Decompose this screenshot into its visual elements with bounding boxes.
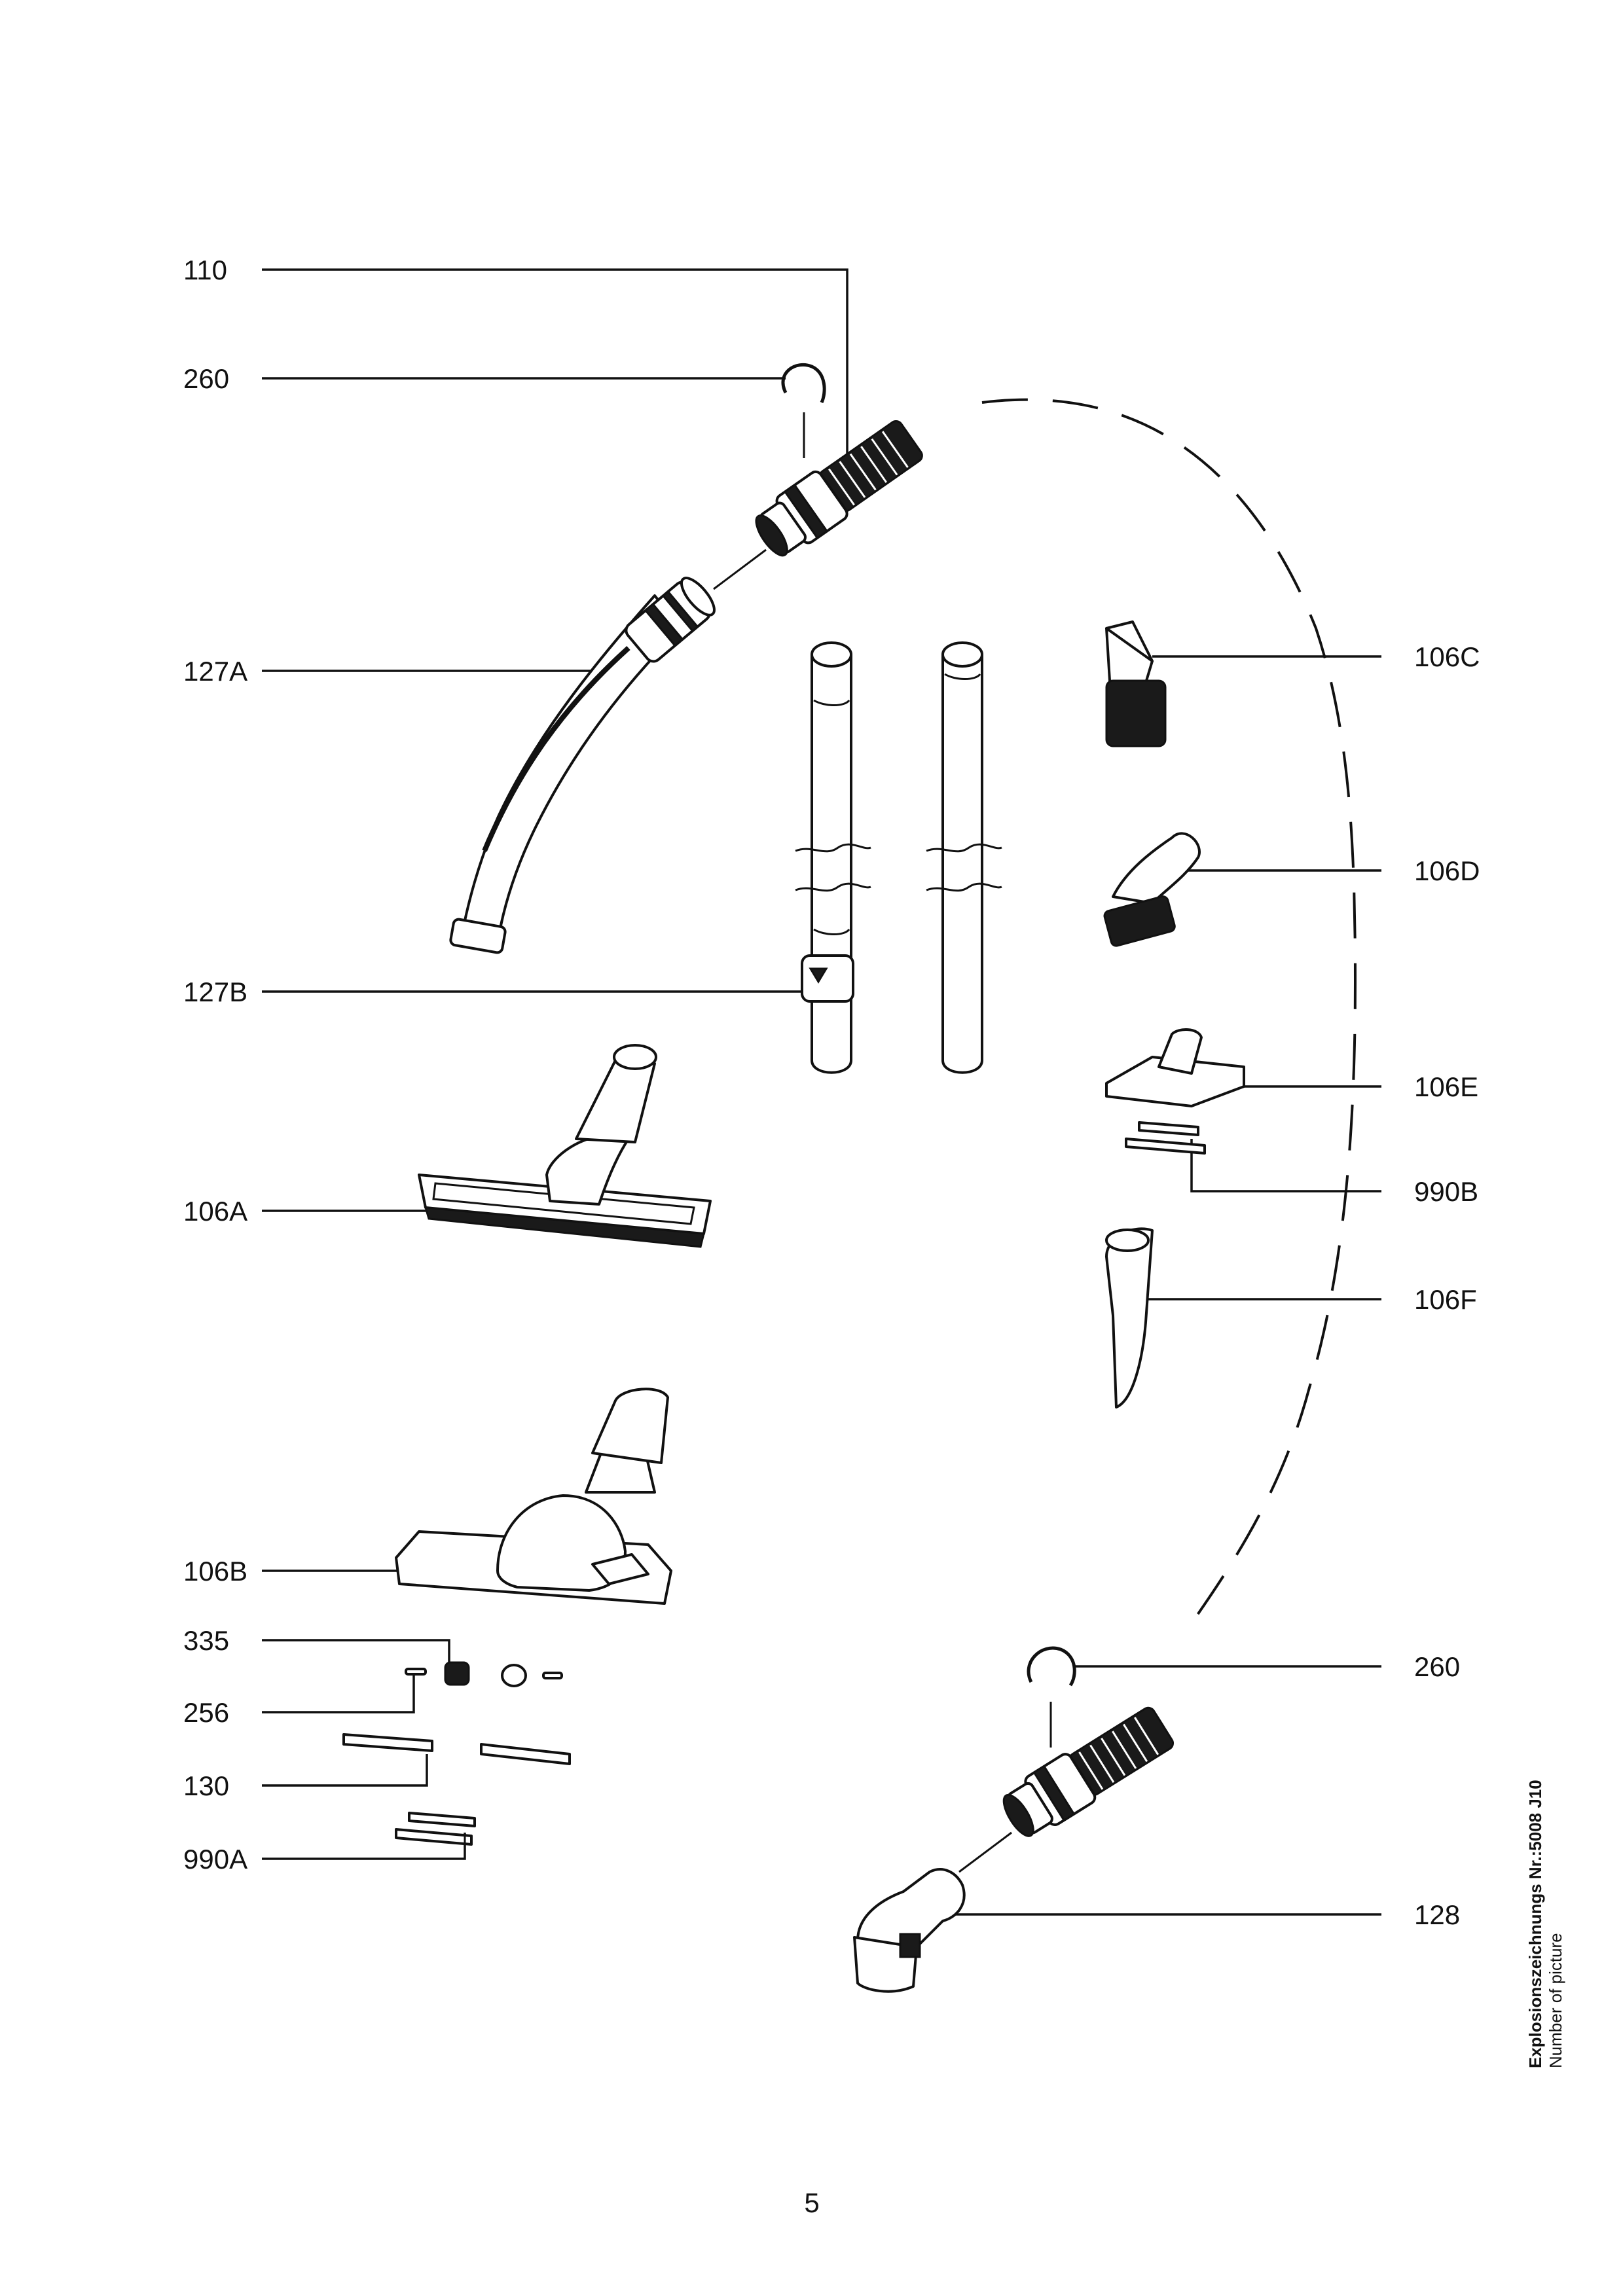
label-106f: 106F — [1414, 1284, 1477, 1315]
telescopic-tube-right — [926, 641, 1002, 1074]
floor-nozzle-106b — [395, 1388, 672, 1605]
hose-connector-top — [755, 420, 923, 557]
dusting-brush-106d — [1103, 832, 1201, 947]
drawing-number: Explosionszeichnungs Nr.:5008 J10 — [1525, 1780, 1545, 2068]
label-260-top: 260 — [183, 363, 229, 394]
bracket-990b — [1125, 1121, 1206, 1155]
upholstery-nozzle-106e — [1105, 1028, 1245, 1107]
label-106d: 106D — [1414, 855, 1480, 886]
label-130: 130 — [183, 1770, 229, 1801]
curved-handle-127a — [449, 577, 716, 954]
strips-130 — [342, 1733, 571, 1765]
clip-ring-bottom — [1027, 1646, 1076, 1748]
label-127b: 127B — [183, 977, 247, 1007]
label-260-bottom: 260 — [1414, 1651, 1460, 1682]
leader-lines — [262, 268, 1381, 1916]
label-110: 110 — [183, 255, 227, 285]
label-128: 128 — [1414, 1899, 1460, 1930]
floor-nozzle-106a — [418, 1044, 712, 1248]
drawing-number-caption: Explosionszeichnungs Nr.:5008 J10 Number… — [1525, 1780, 1566, 2068]
picture-number-label: Number of picture — [1546, 1933, 1565, 2068]
label-256: 256 — [183, 1697, 229, 1728]
label-106c: 106C — [1414, 641, 1480, 672]
label-106e: 106E — [1414, 1071, 1478, 1102]
page-number: 5 — [804, 2187, 820, 2218]
hose-dashed-outline — [981, 398, 1357, 1624]
label-106a: 106A — [183, 1196, 247, 1227]
label-990b: 990B — [1414, 1176, 1478, 1207]
label-335: 335 — [183, 1625, 229, 1656]
label-990a: 990A — [183, 1844, 247, 1874]
clip-ring-top — [781, 363, 826, 458]
crevice-tool-106f — [1105, 1227, 1154, 1408]
bracket-990a — [395, 1812, 476, 1859]
label-106b: 106B — [183, 1556, 247, 1587]
hose-fitting-128 — [853, 1868, 966, 1993]
small-parts-335-256 — [405, 1661, 563, 1687]
brush-tool-106c — [1105, 620, 1167, 747]
part-labels: 110 260 127A 127B 106A 106B 335 256 130 … — [183, 255, 1480, 1930]
hose-connector-bottom — [1002, 1706, 1175, 1837]
telescopic-tube-left — [795, 641, 871, 1074]
label-127a: 127A — [183, 656, 247, 687]
